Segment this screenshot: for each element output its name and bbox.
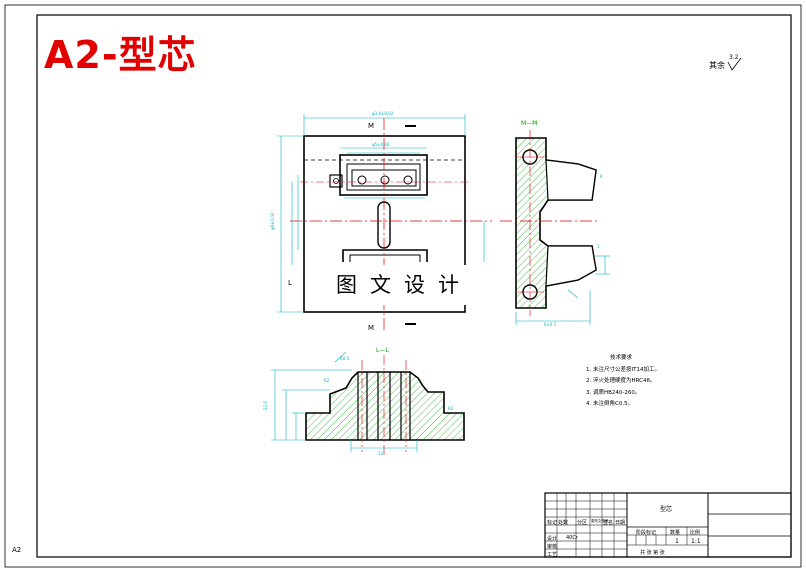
stage-label: 阶段标记 — [636, 530, 657, 536]
technical-requirements: 技术要求 1. 未注尺寸公差按IT14加工。 2. 淬火处理硬度为HRC48。 … — [586, 353, 660, 411]
title-block-grid — [544, 492, 792, 558]
tb-col-zone: 分区 — [577, 520, 588, 526]
svg-text:6±0.1: 6±0.1 — [544, 322, 557, 327]
tech-req-item: 2. 淬火处理硬度为HRC48。 — [586, 378, 656, 384]
section-m-view: 6±0.1 3 R — [500, 130, 610, 327]
section-m-label: M—M — [521, 120, 537, 127]
svg-text:R2: R2 — [324, 378, 330, 383]
tech-req-title: 技术要求 — [610, 355, 633, 361]
part-name: 型芯 — [660, 506, 673, 513]
sheet-label: 共 张 第 张 — [640, 550, 665, 556]
outer-border — [4, 4, 802, 568]
front-view: φ3.6±0.02 φ5±0.02 φ6±0.02 — [270, 111, 492, 330]
cut-letter-top: M — [368, 122, 374, 130]
cut-letter-bottom: M — [368, 324, 374, 332]
svg-text:R: R — [600, 174, 603, 179]
svg-text:φ6±0.02: φ6±0.02 — [270, 212, 275, 230]
svg-text:22.5: 22.5 — [263, 401, 268, 410]
svg-text:φ3.6±0.02: φ3.6±0.02 — [372, 111, 394, 116]
section-l-label: L—L — [376, 347, 389, 354]
scale-header: 比例 — [690, 530, 701, 536]
scale-value: 1:1 — [691, 538, 701, 545]
qty-header: 数量 — [670, 530, 681, 536]
tb-row-design: 设计 — [547, 536, 558, 542]
drawing-title: A2-型芯 — [44, 33, 197, 77]
cut-letter-left: L — [288, 279, 292, 287]
qty-value: 1 — [675, 538, 679, 545]
tech-req-item: 4. 未注倒角C0.5。 — [586, 401, 634, 407]
material-value: 40Cr — [566, 535, 578, 541]
sheet-size-code: A2 — [12, 546, 22, 554]
roughness-value: 3.2 — [729, 54, 739, 61]
svg-text:R2: R2 — [448, 406, 454, 411]
tech-req-item: 1. 未注尺寸公差按IT14加工。 — [586, 366, 660, 373]
tb-col-date: 日期 — [615, 520, 626, 526]
tb-row-mark: 标记 — [547, 520, 558, 526]
tech-req-item: 3. 调质HB240-260。 — [586, 389, 641, 396]
tb-col-count: 处数 — [558, 520, 569, 526]
tb-col-sign: 签名 — [603, 520, 614, 526]
inner-border — [36, 14, 792, 558]
svg-text:12: 12 — [378, 451, 384, 456]
tb-row-review: 审核 — [547, 544, 558, 550]
roughness-note: 其余 3.2 — [709, 54, 742, 71]
tb-row-process: 工艺 — [547, 552, 558, 558]
svg-text:R0.5: R0.5 — [340, 356, 350, 361]
section-l-view: 22.5 R2 R0.5 12 R2 — [263, 351, 465, 456]
roughness-label: 其余 — [709, 61, 725, 70]
svg-text:3: 3 — [597, 244, 600, 249]
tb-col-docno: 更改文件号 — [591, 519, 609, 523]
svg-text:φ5±0.02: φ5±0.02 — [372, 142, 390, 147]
roughness-symbol-icon — [727, 58, 742, 71]
watermark-text: 图文设计 — [324, 265, 478, 305]
